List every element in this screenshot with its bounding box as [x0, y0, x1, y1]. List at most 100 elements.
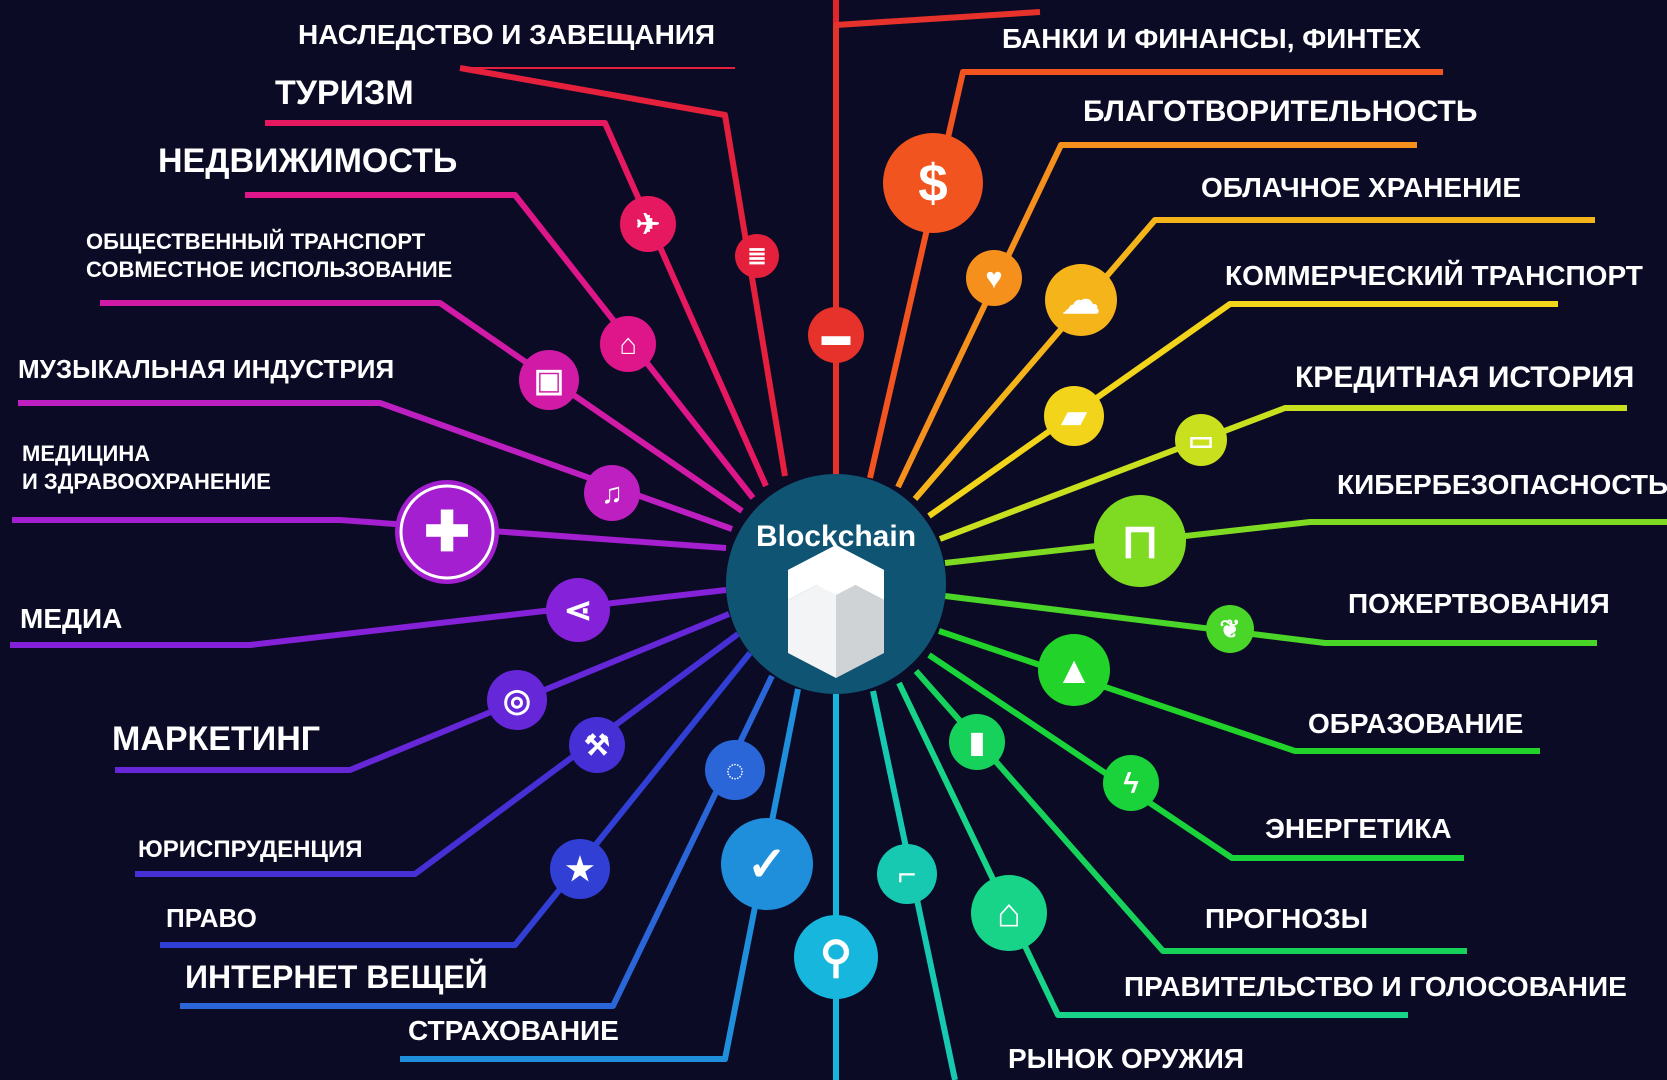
spoke-label-cloud-storage: ОБЛАЧНОЕ ХРАНЕНИЕ: [1201, 172, 1521, 203]
spoke-donations: [944, 593, 1597, 646]
spoke-label-banking: БАНКИ И ФИНАНСЫ, ФИНТЕХ: [1002, 23, 1421, 54]
spoke-credit-history: [938, 405, 1627, 542]
spoke-line: [944, 519, 1667, 566]
spoke-label-music: МУЗЫКАЛЬНАЯ ИНДУСТРИЯ: [18, 354, 394, 384]
spoke-line: [12, 517, 727, 551]
spoke-label-donations: ПОЖЕРТВОВАНИЯ: [1348, 588, 1610, 619]
spoke-label-charity: БЛАГОТВОРИТЕЛЬНОСТЬ: [1083, 95, 1477, 128]
spoke-label-forecasts: ПРОГНОЗЫ: [1205, 903, 1368, 934]
spoke-tourism: [265, 120, 769, 488]
spoke-label-media: МЕДИА: [20, 603, 122, 634]
cube-icon: [788, 545, 884, 678]
svg-text:⌂: ⌂: [619, 329, 637, 361]
spoke-label-iot: ИНТЕРНЕТ ВЕЩЕЙ: [185, 959, 488, 995]
spoke-label-medicine: И ЗДРАВООХРАНЕНИЕ: [22, 469, 271, 494]
svg-text:⋖: ⋖: [564, 592, 593, 630]
bus-icon: ▣: [519, 350, 579, 410]
padlock-icon: ⊓: [1094, 495, 1186, 587]
spoke-label-arms-market: РЫНОК ОРУЖИЯ: [1008, 1043, 1244, 1074]
svg-text:$: $: [918, 154, 947, 213]
spoke-icons: ≣ ✈ ⌂ ▣ ♫ ✚ ⋖ ◎ ⚒ ★ ◌ ✓ ⚲ ⌐ ⌂ ▮ ϟ ▲ ❦ ⊓ ▭ ▰ ☁ ♥ $ ▬: [395, 133, 1254, 999]
heart-icon: ♥: [966, 250, 1022, 306]
svg-text:❦: ❦: [1220, 616, 1241, 644]
svg-text:≣: ≣: [747, 243, 766, 269]
spoke-line: [459, 65, 788, 477]
svg-text:✚: ✚: [424, 501, 470, 563]
spoke-cloud-storage: [912, 217, 1595, 501]
svg-text:♫: ♫: [601, 478, 623, 510]
spoke-commercial-transport: [927, 301, 1558, 519]
spoke-label-government: ПРАВИТЕЛЬСТВО И ГОЛОСОВАНИЕ: [1124, 971, 1627, 1002]
svg-text:♥: ♥: [985, 263, 1002, 295]
house-icon: ⌂: [600, 316, 656, 372]
cloud-icon: ☁: [1045, 264, 1117, 336]
spoke-label-cybersecurity: КИБЕРБЕЗОПАСНОСТЬ: [1337, 469, 1667, 500]
police-badge-icon: ★: [550, 839, 610, 899]
spoke-insurance: [400, 688, 801, 1062]
spoke-label-medicine: МЕДИЦИНА: [22, 441, 150, 466]
spoke-government: [896, 681, 1408, 1018]
svg-text:▲: ▲: [1055, 650, 1093, 692]
svg-text:▣: ▣: [534, 362, 564, 398]
graduation-cap-icon: ▲: [1038, 634, 1110, 706]
svg-text:▭: ▭: [1188, 425, 1214, 455]
spoke-label-commercial-transport: КОММЕРЧЕСКИЙ ТРАНСПОРТ: [1225, 259, 1643, 291]
spoke-label-energy: ЭНЕРГЕТИКА: [1265, 813, 1452, 844]
spoke-label-jurisprudence: ЮРИСПРУДЕНЦИЯ: [138, 836, 362, 863]
bar-chart-icon: ▮: [949, 714, 1005, 770]
government-building-icon: ⌂: [971, 875, 1047, 951]
svg-text:✓: ✓: [747, 839, 787, 892]
center-node: Blockchain: [726, 474, 946, 694]
spoke-public-transport: [100, 300, 744, 514]
svg-text:▬: ▬: [822, 320, 851, 352]
pistol-icon: ⌐: [877, 844, 937, 904]
truck-icon: ▰: [1044, 386, 1104, 446]
svg-text:✈: ✈: [636, 209, 660, 241]
medical-cross-icon: ✚: [395, 480, 499, 584]
spoke-forecasts: [913, 669, 1467, 954]
spoke-jurisprudence: [135, 631, 740, 877]
leaf-heart-icon: ❦: [1206, 605, 1254, 653]
svg-text:★: ★: [566, 851, 595, 887]
svg-text:⌂: ⌂: [997, 892, 1021, 936]
spoke-label-inheritance: НАСЛЕДСТВО И ЗАВЕЩАНИЯ: [298, 19, 715, 50]
svg-text:⚲: ⚲: [820, 933, 852, 982]
svg-text:☁: ☁: [1062, 280, 1100, 322]
spoke-energy: [927, 652, 1464, 861]
lightning-icon: ϟ: [1103, 755, 1159, 811]
spoke-real-estate: [245, 192, 756, 500]
spoke-labels: НАСЛЕДСТВО И ЗАВЕЩАНИЯ ТУРИЗМ НЕДВИЖИМОСТЬ…: [18, 19, 1667, 1074]
svg-text:▮: ▮: [969, 727, 985, 759]
svg-text:▰: ▰: [1061, 398, 1088, 434]
target-icon: ◎: [487, 670, 547, 730]
spoke-label-education: ОБРАЗОВАНИЕ: [1308, 708, 1523, 739]
spoke-label-real-estate: НЕДВИЖИМОСТЬ: [158, 142, 457, 180]
network-ring-icon: ◌: [705, 740, 765, 800]
spoke-law: [160, 651, 753, 948]
svg-text:◌: ◌: [725, 752, 744, 788]
person-search-icon: ⚲: [794, 915, 878, 999]
spoke-label-marketing: МАРКЕТИНГ: [112, 720, 320, 758]
spoke-banking: [867, 69, 1443, 479]
shield-check-icon: ✓: [721, 818, 813, 910]
dollar-icon: $: [883, 133, 983, 233]
svg-text:⌐: ⌐: [898, 856, 917, 892]
spoke-medicine: [12, 517, 727, 551]
spoke-marketing: [115, 611, 731, 773]
spoke-label-public-transport: СОВМЕСТНОЕ ИСПОЛЬЗОВАНИЕ: [86, 257, 452, 282]
spoke-cybersecurity: [944, 519, 1667, 566]
spoke-charity: [895, 142, 1417, 489]
music-note-icon: ♫: [584, 465, 640, 521]
airplane-icon: ✈: [620, 196, 676, 252]
svg-text:⊓: ⊓: [1121, 516, 1158, 569]
svg-text:⚒: ⚒: [584, 730, 610, 762]
svg-text:ϟ: ϟ: [1123, 768, 1138, 800]
spoke-lines: [10, 0, 1667, 1080]
spoke-label-law: ПРАВО: [166, 903, 257, 933]
share-icon: ⋖: [546, 578, 610, 642]
car-icon: ▬: [808, 307, 864, 363]
spoke-label-insurance: СТРАХОВАНИЕ: [408, 1015, 619, 1046]
spoke-label-tourism: ТУРИЗМ: [275, 74, 414, 112]
